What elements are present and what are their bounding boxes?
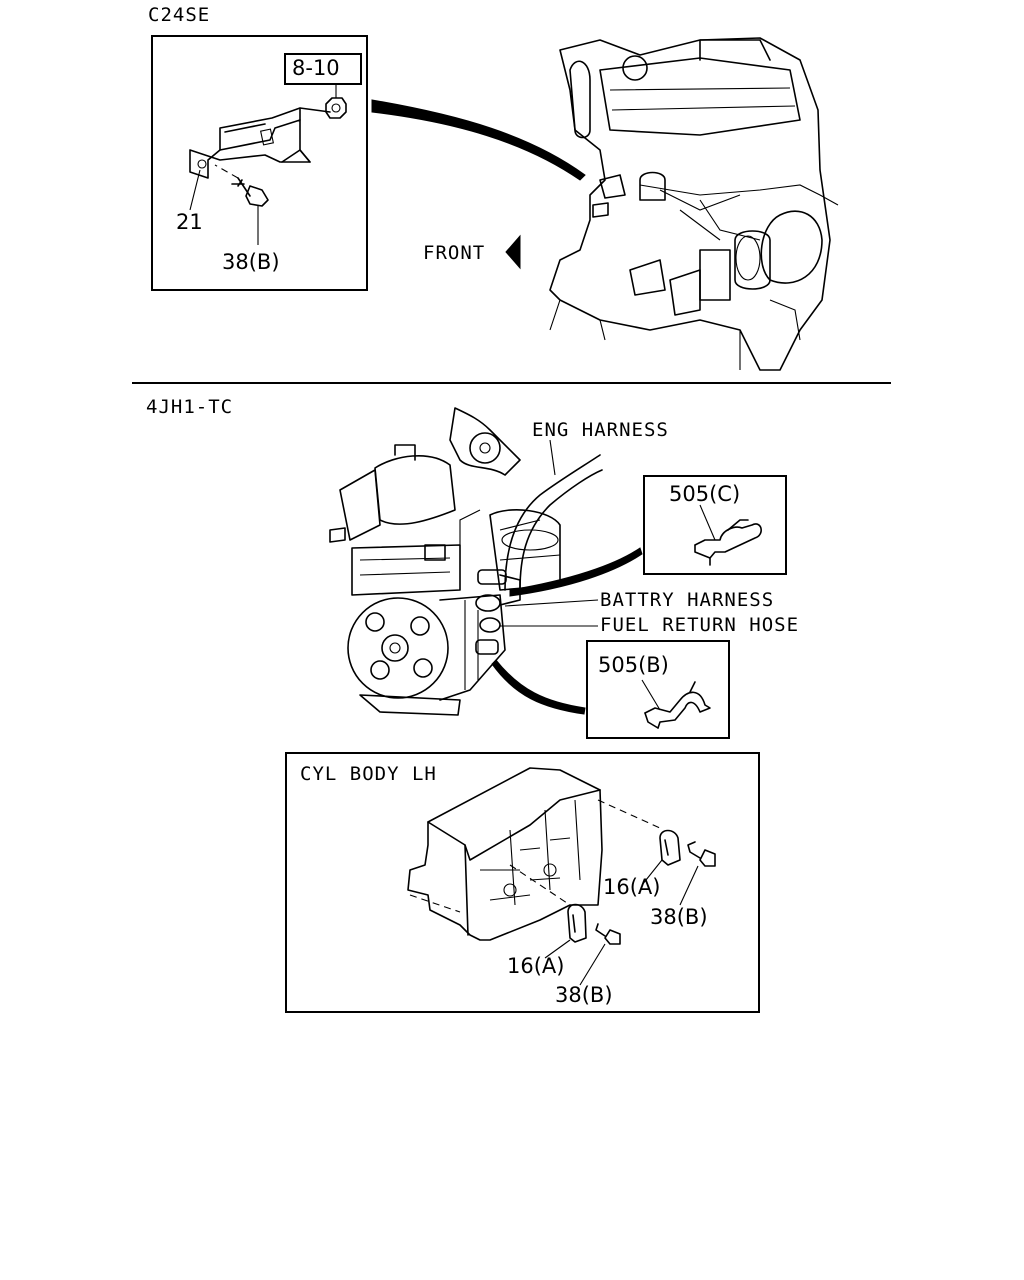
part-ref-label: 8-10: [292, 56, 340, 80]
cyl-block-drawing: [407, 767, 661, 941]
front-direction-label: FRONT: [423, 242, 486, 264]
clip-box-505b: [586, 640, 730, 739]
leader-sweep: [371, 99, 586, 181]
callout-bracket-21: 21: [176, 210, 203, 234]
callout-lower-clip-16a: 16(A): [507, 954, 565, 978]
lower-bolt-drawing: [579, 923, 621, 986]
eng-harness-line: [504, 454, 601, 591]
callout-upper-clip-16a: 16(A): [603, 875, 661, 899]
front-arrow-icon: [505, 234, 521, 270]
nut-drawing: [325, 84, 347, 119]
clip-box-505c: [643, 475, 787, 575]
eng-harness-label: ENG HARNESS: [532, 419, 669, 441]
upper-clip-drawing: [641, 829, 681, 886]
clip-505b-label: 505(B): [598, 653, 669, 677]
bracket-drawing: [189, 107, 331, 179]
eng-harness-line-outer: [519, 469, 603, 591]
clip-505c-label: 505(C): [669, 482, 741, 506]
leader-sweep-c: [509, 547, 643, 597]
detail-box-bracket: [151, 35, 368, 291]
battery-harness-label: BATTRY HARNESS: [600, 589, 775, 611]
part-ref-box: [284, 53, 362, 85]
callout-upper-bolt-38b: 38(B): [650, 905, 708, 929]
bolt-drawing: [189, 164, 269, 245]
engine-4jh1-drawing: [329, 407, 561, 716]
harness-clamps: [475, 569, 521, 655]
engine-c24se-drawing: [549, 37, 839, 371]
cyl-body-box: [285, 752, 760, 1013]
model-label-c24se: C24SE: [148, 4, 211, 26]
model-label-4jh1-tc: 4JH1-TC: [146, 396, 234, 418]
leader-sweep-b: [491, 659, 586, 715]
fuel-return-hose-label: FUEL RETURN HOSE: [600, 614, 800, 636]
callout-bolt-38b: 38(B): [222, 250, 280, 274]
cyl-body-title: CYL BODY LH: [300, 763, 437, 785]
callout-lower-bolt-38b: 38(B): [555, 983, 613, 1007]
clip-505c-drawing: [694, 504, 762, 566]
upper-bolt-drawing: [679, 841, 716, 906]
lower-clip-drawing: [544, 903, 587, 959]
clip-505b-drawing: [641, 679, 711, 729]
